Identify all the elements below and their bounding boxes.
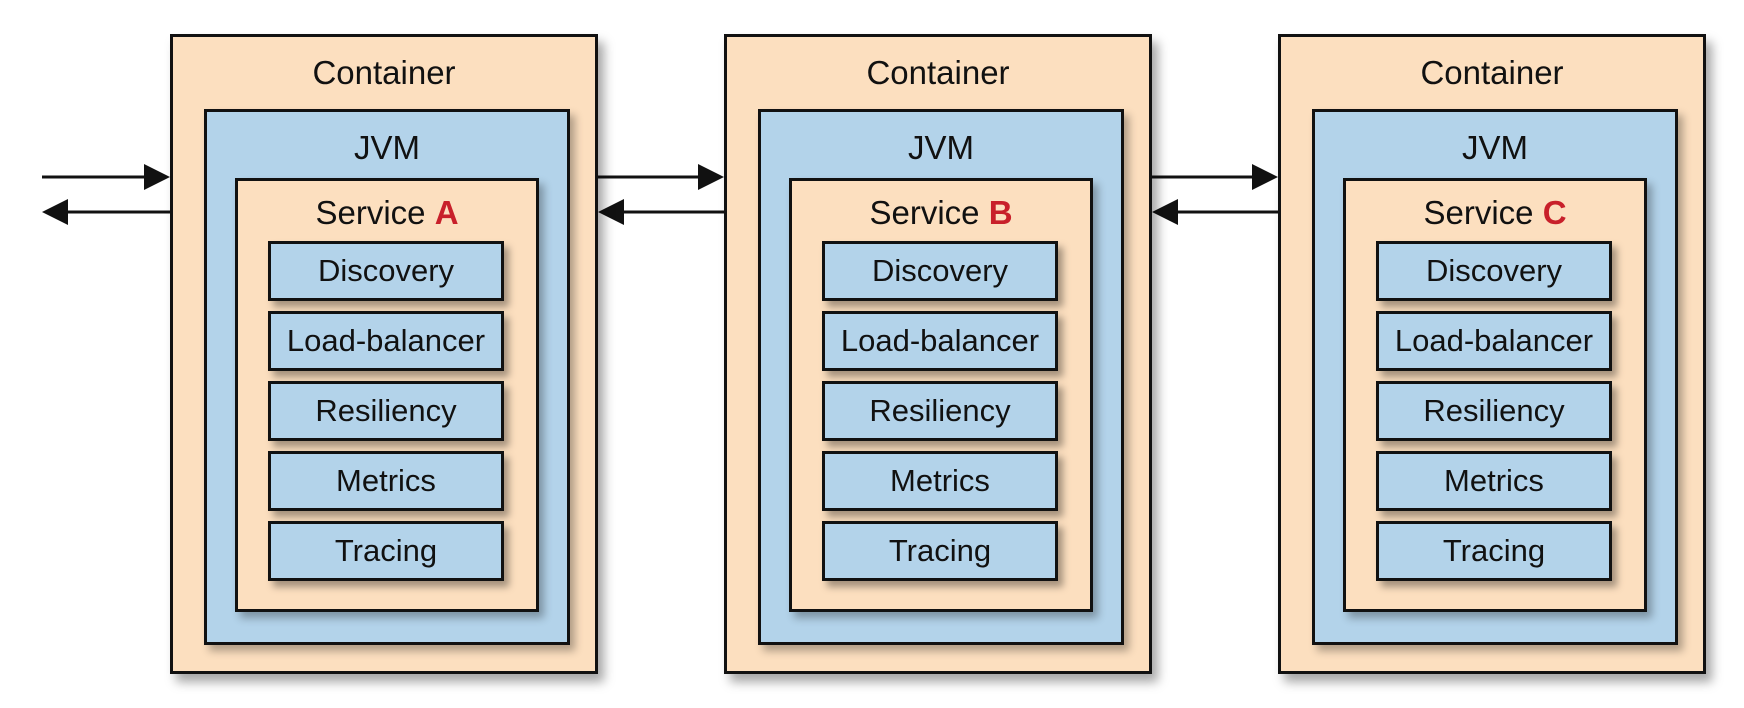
module-tracing: Tracing: [822, 521, 1058, 581]
module-resiliency: Resiliency: [822, 381, 1058, 441]
jvm-box: JVM Service B Discovery Load-balancer Re…: [758, 109, 1124, 645]
a-to-b-request-arrow: [598, 164, 724, 190]
module-metrics: Metrics: [1376, 451, 1612, 511]
service-label: Service: [315, 194, 426, 231]
module-stack: Discovery Load-balancer Resiliency Metri…: [268, 241, 504, 591]
container-a: Container JVM Service A Discovery Load-b…: [170, 34, 598, 674]
container-title: Container: [312, 54, 456, 91]
service-a-box: Service A Discovery Load-balancer Resili…: [235, 178, 539, 612]
service-letter: B: [988, 194, 1013, 231]
jvm-box: JVM Service A Discovery Load-balancer Re…: [204, 109, 570, 645]
module-metrics: Metrics: [822, 451, 1058, 511]
module-discovery: Discovery: [268, 241, 504, 301]
jvm-title: JVM: [908, 129, 974, 166]
module-stack: Discovery Load-balancer Resiliency Metri…: [822, 241, 1058, 591]
module-load-balancer: Load-balancer: [268, 311, 504, 371]
container-title: Container: [866, 54, 1010, 91]
module-stack: Discovery Load-balancer Resiliency Metri…: [1376, 241, 1612, 591]
service-label: Service: [869, 194, 980, 231]
service-c-box: Service C Discovery Load-balancer Resili…: [1343, 178, 1647, 612]
module-discovery: Discovery: [1376, 241, 1612, 301]
module-tracing: Tracing: [268, 521, 504, 581]
external-request-arrow: [42, 164, 170, 190]
service-letter: A: [434, 194, 459, 231]
b-to-c-request-arrow: [1152, 164, 1278, 190]
service-title: Service A: [238, 193, 536, 233]
jvm-title: JVM: [354, 129, 420, 166]
module-resiliency: Resiliency: [1376, 381, 1612, 441]
service-letter: C: [1542, 194, 1567, 231]
service-title: Service B: [792, 193, 1090, 233]
jvm-title: JVM: [1462, 129, 1528, 166]
module-resiliency: Resiliency: [268, 381, 504, 441]
b-to-a-response-arrow: [598, 199, 724, 225]
jvm-box: JVM Service C Discovery Load-balancer Re…: [1312, 109, 1678, 645]
service-b-box: Service B Discovery Load-balancer Resili…: [789, 178, 1093, 612]
module-load-balancer: Load-balancer: [1376, 311, 1612, 371]
service-title: Service C: [1346, 193, 1644, 233]
module-tracing: Tracing: [1376, 521, 1612, 581]
c-to-b-response-arrow: [1152, 199, 1278, 225]
external-response-arrow: [42, 199, 170, 225]
service-label: Service: [1423, 194, 1534, 231]
container-title: Container: [1420, 54, 1564, 91]
module-metrics: Metrics: [268, 451, 504, 511]
container-c: Container JVM Service C Discovery Load-b…: [1278, 34, 1706, 674]
module-discovery: Discovery: [822, 241, 1058, 301]
module-load-balancer: Load-balancer: [822, 311, 1058, 371]
container-b: Container JVM Service B Discovery Load-b…: [724, 34, 1152, 674]
